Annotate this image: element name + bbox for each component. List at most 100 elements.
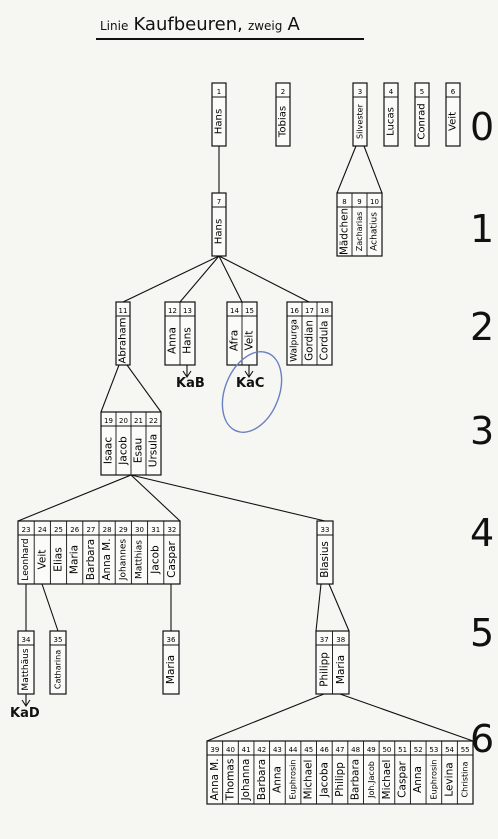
group-frame [286, 301, 333, 366]
person-name: Caspar [397, 760, 409, 797]
person-number: 39 [210, 746, 219, 754]
person-number: 31 [151, 526, 160, 534]
person-number: 55 [461, 746, 470, 754]
person-number: 19 [104, 417, 113, 425]
person-number: 5 [420, 88, 424, 96]
person-number: 15 [245, 307, 254, 315]
person-name: Anna [167, 327, 179, 354]
person-number: 33 [321, 526, 330, 534]
person-number: 10 [370, 198, 379, 206]
arrow-34-kad [21, 694, 31, 707]
person-number: 47 [336, 746, 345, 754]
person-name: Afra [229, 330, 241, 351]
title-main: Kaufbeuren [133, 14, 238, 35]
person-name: Euphrosin [429, 760, 438, 800]
title-underline [96, 38, 364, 40]
person-number: 54 [445, 746, 454, 754]
person-name: Veit [448, 112, 459, 131]
title-branch: A [287, 14, 300, 35]
generation-label-5: 5 [470, 611, 495, 655]
person-number: 29 [119, 526, 128, 534]
reference-kac: KaC [236, 376, 265, 391]
diagram-title: Linie Kaufbeuren, zweig A [100, 14, 300, 35]
fan-7-to-14 [218, 255, 243, 303]
person-name: Esau [133, 438, 145, 463]
person-number: 14 [230, 307, 239, 315]
reference-kad: KaD [10, 706, 40, 721]
person-number: 48 [351, 746, 360, 754]
person-name: Euphrosin [289, 760, 298, 800]
generation-label-4: 4 [470, 511, 495, 555]
person-name: Jacob [150, 545, 162, 575]
person-name: Conrad [417, 103, 428, 139]
person-name: Jacob [118, 436, 130, 466]
generation-label-3: 3 [470, 409, 495, 453]
person-name: Joh.Jacob [367, 761, 376, 799]
generation-label-0: 0 [470, 105, 495, 149]
group-frame [414, 82, 430, 147]
group-frame [336, 192, 383, 257]
fan-7-to-12 [179, 255, 220, 303]
person-number: 49 [367, 746, 376, 754]
generation-label-2: 2 [470, 305, 495, 349]
person-number: 16 [290, 307, 299, 315]
generation-label-1: 1 [470, 207, 495, 251]
group-frame [115, 301, 131, 366]
person-number: 11 [119, 307, 128, 315]
person-number: 37 [320, 636, 329, 644]
person-name: Leonhard [21, 538, 31, 580]
fan-3-to-8 [336, 145, 383, 194]
person-number: 20 [119, 417, 128, 425]
group-frame [275, 82, 291, 147]
person-name: Silvester [356, 103, 365, 139]
title-separator: , [237, 14, 243, 35]
person-number: 41 [242, 746, 251, 754]
person-number: 18 [320, 307, 329, 315]
person-number: 36 [167, 636, 176, 644]
person-number: 23 [22, 526, 31, 534]
person-name: Hans [214, 219, 225, 244]
person-number: 13 [183, 307, 192, 315]
person-number: 2 [281, 88, 285, 96]
person-number: 52 [414, 746, 423, 754]
person-name: Michael [381, 760, 393, 800]
group-frame [162, 630, 180, 695]
person-name: Achatius [370, 212, 380, 251]
fan-24-to-35 [41, 583, 59, 632]
person-name: Isaac [103, 437, 115, 464]
